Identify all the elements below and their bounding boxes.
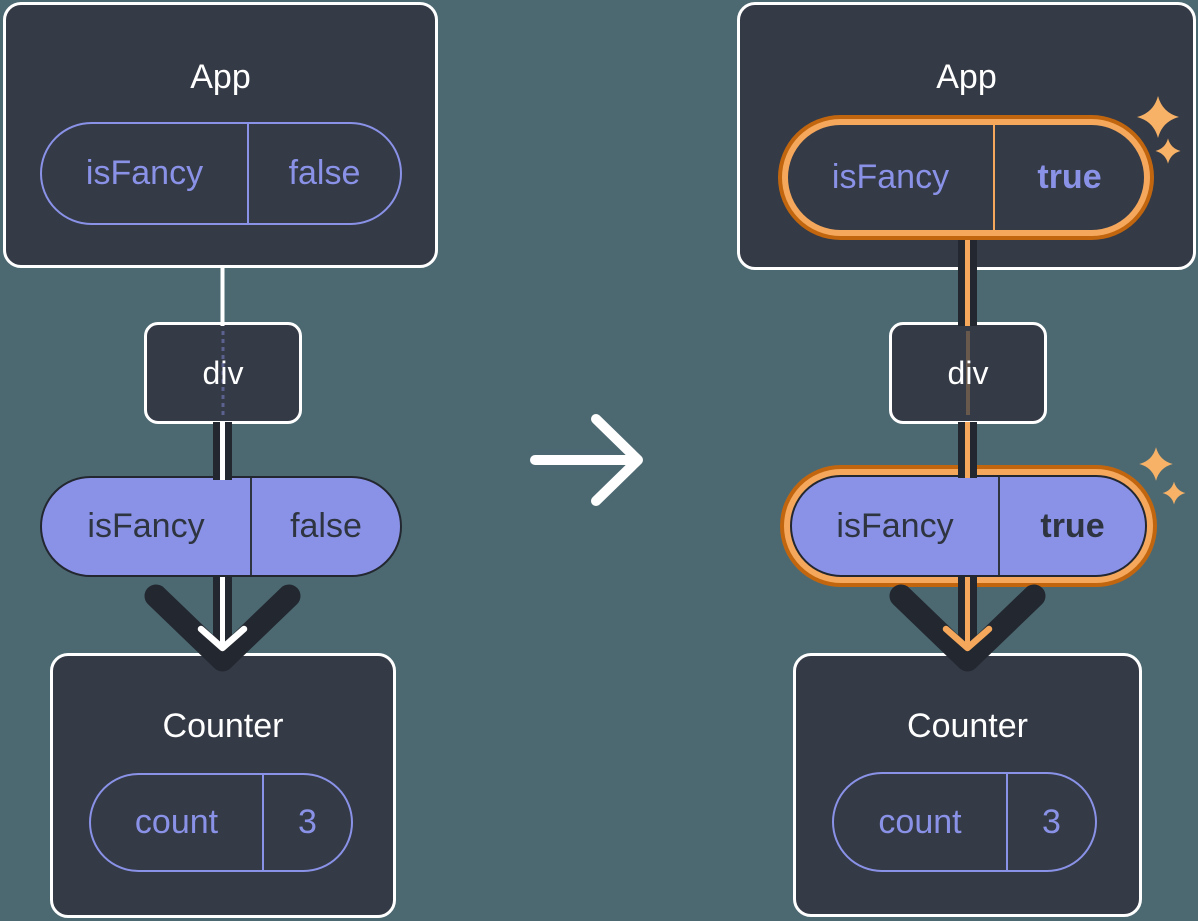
prop-value: true xyxy=(1040,506,1105,545)
after-app-state-pill-highlight: isFancy true xyxy=(778,115,1154,240)
before-prop-pill: isFancy false xyxy=(40,476,402,577)
pass-through-stripe xyxy=(966,331,970,415)
before-counter-state-pill: count 3 xyxy=(89,773,353,872)
after-prop-pill: isFancy true xyxy=(790,475,1147,577)
pass-through-stripe xyxy=(221,331,225,415)
transform-arrow-icon xyxy=(530,414,643,506)
after-app-title: App xyxy=(936,58,997,96)
arrowhead-icon xyxy=(197,625,248,652)
state-value: true xyxy=(1037,158,1102,196)
before-app-card: App isFancy false xyxy=(3,2,438,268)
prop-value: false xyxy=(290,507,362,545)
state-name: isFancy xyxy=(42,124,249,223)
before-div-title: div xyxy=(202,354,244,391)
arrowhead-icon xyxy=(889,584,1046,672)
highlight-ring-inner: isFancy true xyxy=(782,119,1150,236)
highlight-ring-inner: isFancy true xyxy=(784,469,1153,583)
state-value: 3 xyxy=(298,803,317,841)
before-app-state-pill: isFancy false xyxy=(40,122,402,225)
after-counter-card: Counter count 3 xyxy=(793,653,1142,917)
arrowhead-icon xyxy=(942,625,993,652)
after-tree-connectors xyxy=(889,240,1046,672)
state-value: 3 xyxy=(1042,802,1061,841)
after-app-state-pill: isFancy true xyxy=(788,125,1144,230)
state-name: count xyxy=(834,774,1008,870)
arrowhead-icon xyxy=(144,584,301,672)
state-name: isFancy xyxy=(788,125,995,230)
before-app-title: App xyxy=(190,58,251,96)
prop-name: isFancy xyxy=(792,477,1000,575)
after-counter-title: Counter xyxy=(907,707,1028,745)
after-div-title: div xyxy=(947,354,989,391)
before-counter-title: Counter xyxy=(162,707,284,745)
after-div-card: div xyxy=(889,322,1047,424)
after-counter-state-pill: count 3 xyxy=(832,772,1097,872)
state-value: false xyxy=(288,154,361,192)
prop-name: isFancy xyxy=(42,478,252,575)
before-counter-card: Counter count 3 xyxy=(50,653,396,918)
state-name: count xyxy=(91,775,264,870)
before-div-card: div xyxy=(144,322,302,424)
after-app-card: App isFancy true xyxy=(737,2,1196,270)
after-prop-pill-highlight: isFancy true xyxy=(780,465,1157,587)
